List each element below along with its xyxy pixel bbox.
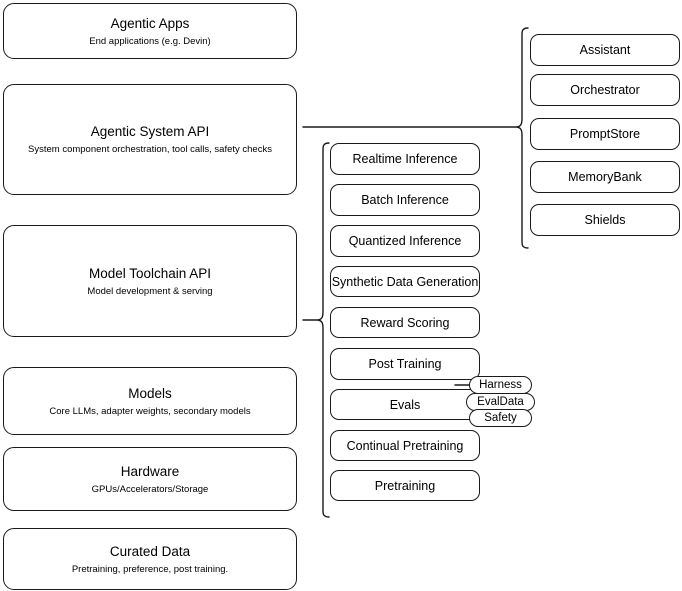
layer-title: Models — [128, 385, 172, 401]
toolchain-item-post-training[interactable]: Post Training — [330, 348, 480, 380]
system-item-shields[interactable]: Shields — [530, 204, 680, 236]
layer-title: Curated Data — [109, 543, 191, 559]
layer-title: Agentic Apps — [110, 15, 190, 31]
layer-title: Agentic System API — [90, 124, 210, 139]
layer-box-curated-data[interactable]: Curated Data Pretraining, preference, po… — [3, 528, 297, 590]
layer-box-agentic-apps[interactable]: Agentic Apps End applications (e.g. Devi… — [3, 3, 297, 59]
system-item-orchestrator[interactable]: Orchestrator — [530, 74, 680, 106]
toolchain-item-evals[interactable]: Evals — [330, 389, 480, 420]
layer-box-models[interactable]: Models Core LLMs, adapter weights, secon… — [3, 367, 297, 435]
layer-box-agentic-system-api[interactable]: Agentic System API System component orch… — [3, 84, 297, 195]
brace-system-items — [516, 27, 529, 249]
evals-tag-safety[interactable]: Safety — [469, 409, 532, 427]
toolchain-item-batch-inference[interactable]: Batch Inference — [330, 184, 480, 216]
layer-subtitle: Model development & serving — [87, 285, 213, 297]
evals-tag-harness[interactable]: Harness — [469, 376, 532, 394]
system-item-promptstore[interactable]: PromptStore — [530, 118, 680, 150]
toolchain-item-quantized-inference[interactable]: Quantized Inference — [330, 225, 480, 257]
toolchain-item-pretraining[interactable]: Pretraining — [330, 470, 480, 501]
system-item-assistant[interactable]: Assistant — [530, 34, 680, 66]
evals-tag-evaldata[interactable]: EvalData — [466, 393, 535, 411]
toolchain-item-reward-scoring[interactable]: Reward Scoring — [330, 307, 480, 338]
layer-subtitle: Core LLMs, adapter weights, secondary mo… — [49, 405, 251, 417]
layer-title: Model Toolchain API — [88, 265, 212, 281]
toolchain-item-realtime-inference[interactable]: Realtime Inference — [330, 143, 480, 175]
toolchain-item-synthetic-data-generation[interactable]: Synthetic Data Generation — [330, 266, 480, 297]
layer-title: Hardware — [120, 463, 180, 479]
layer-subtitle: GPUs/Accelerators/Storage — [91, 483, 209, 495]
toolchain-item-continual-pretraining[interactable]: Continual Pretraining — [330, 430, 480, 461]
layer-subtitle: End applications (e.g. Devin) — [89, 35, 211, 47]
layer-box-model-toolchain-api[interactable]: Model Toolchain API Model development & … — [3, 225, 297, 337]
brace-toolchain-items — [317, 142, 330, 518]
layer-box-hardware[interactable]: Hardware GPUs/Accelerators/Storage — [3, 447, 297, 511]
layer-subtitle: System component orchestration, tool cal… — [28, 144, 272, 155]
layer-subtitle: Pretraining, preference, post training. — [71, 563, 229, 575]
system-item-memorybank[interactable]: MemoryBank — [530, 161, 680, 193]
